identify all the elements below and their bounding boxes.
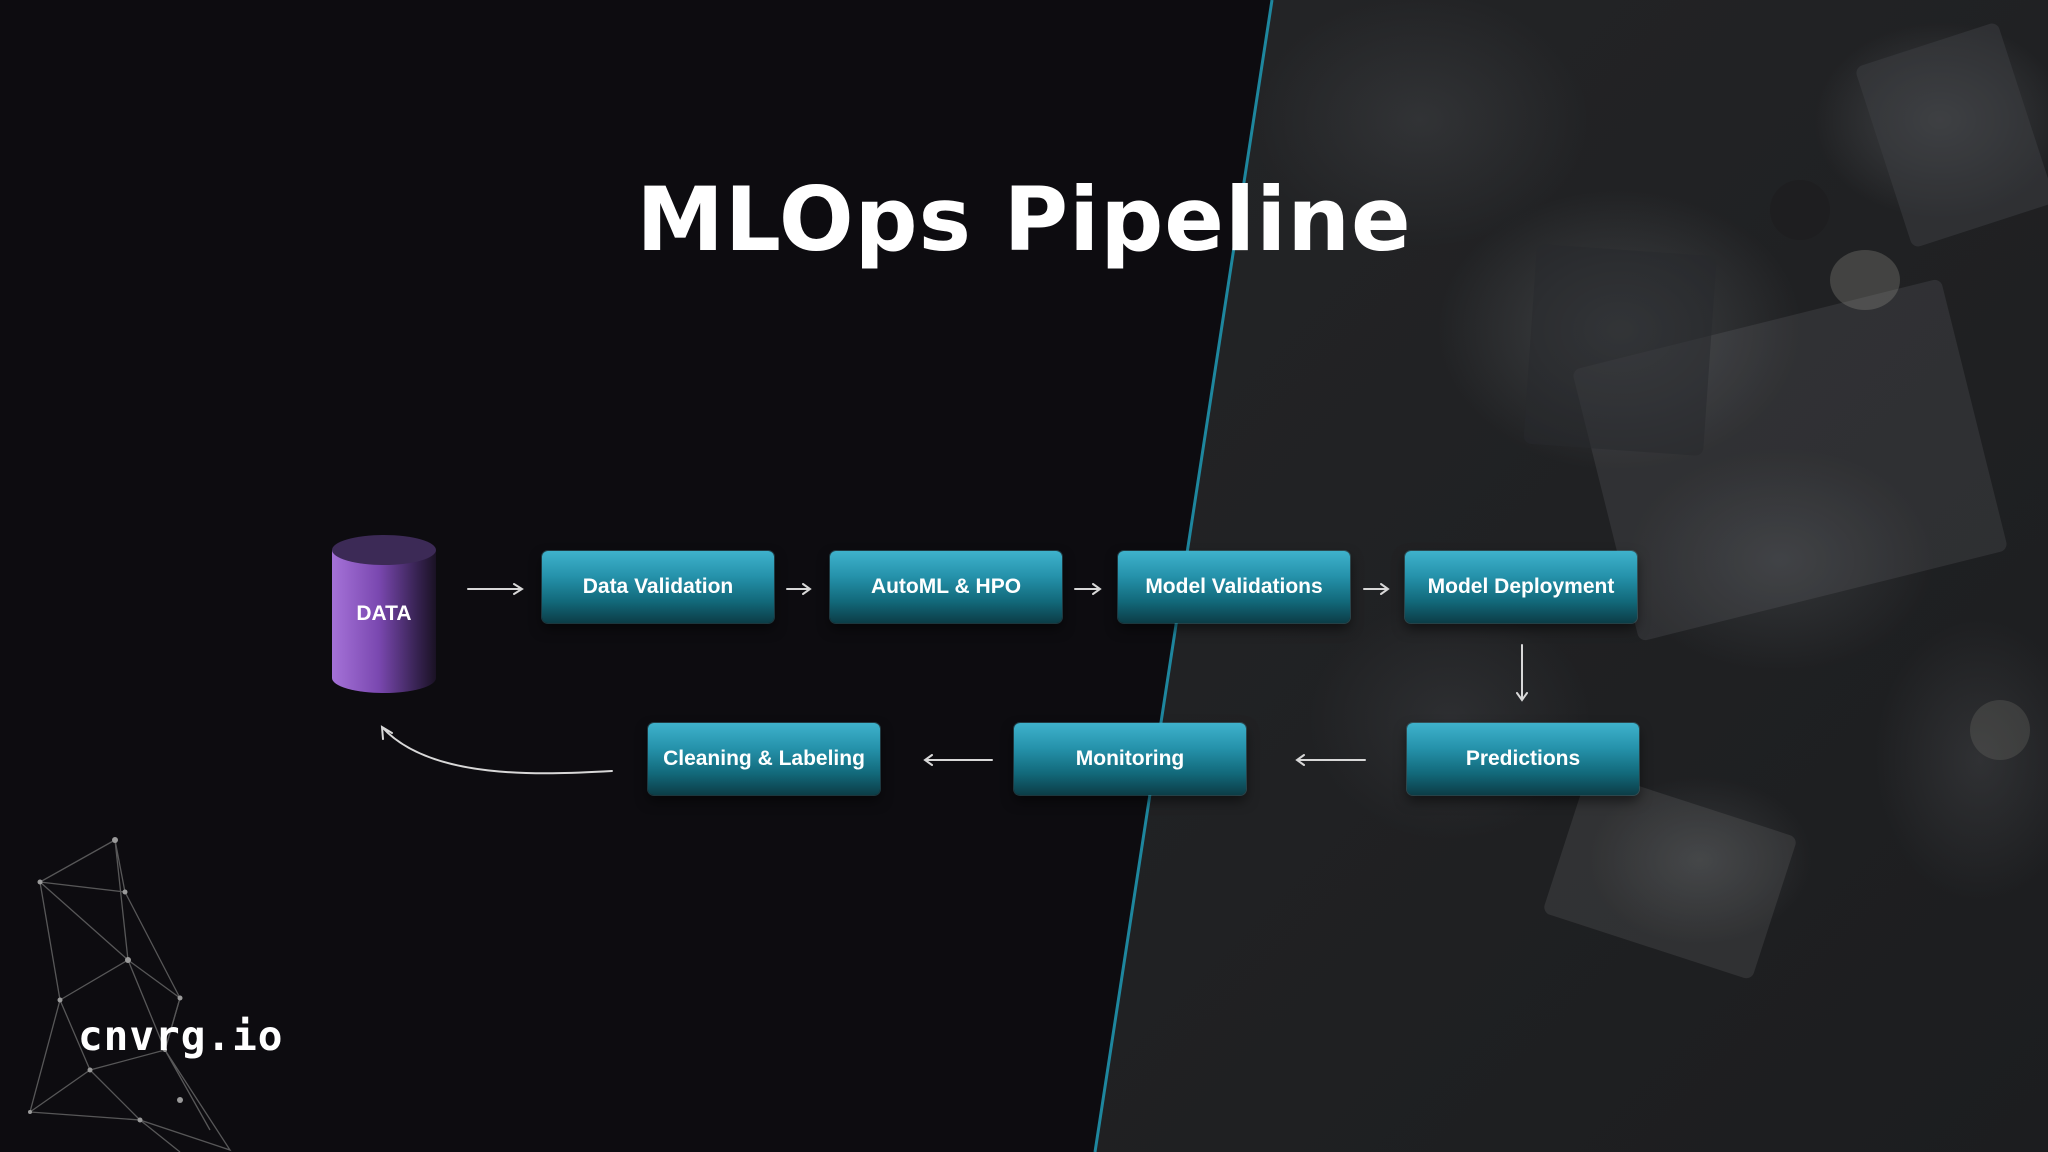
photo-cup xyxy=(1830,250,1900,310)
slide-title: MLOps Pipeline xyxy=(636,168,1412,271)
arrow-monitoring-to-cleaning xyxy=(923,754,993,766)
database-icon-top xyxy=(332,535,436,565)
node-cleaning-labeling: Cleaning & Labeling xyxy=(648,723,880,795)
arrow-automl-to-model-validations xyxy=(1074,583,1102,595)
photo-cup xyxy=(1970,700,2030,760)
arrow-validation-to-automl xyxy=(786,583,812,595)
photo-laptop xyxy=(1523,243,1717,457)
node-data-validation: Data Validation xyxy=(542,551,774,623)
arrow-cleaning-to-data xyxy=(380,725,613,775)
node-automl-hpo: AutoML & HPO xyxy=(830,551,1062,623)
node-predictions: Predictions xyxy=(1407,723,1639,795)
database-icon-body xyxy=(332,550,436,678)
node-model-deployment: Model Deployment xyxy=(1405,551,1637,623)
photo-paper xyxy=(1542,769,1798,981)
network-graphic xyxy=(28,837,232,1152)
data-store-cylinder: DATA xyxy=(332,535,436,693)
arrow-data-to-validation xyxy=(467,583,524,595)
node-model-validations: Model Validations xyxy=(1118,551,1350,623)
brand-logo: cnvrg.io xyxy=(78,1012,284,1060)
node-monitoring: Monitoring xyxy=(1014,723,1246,795)
photo-cup xyxy=(1770,180,1830,240)
data-store-label: DATA xyxy=(356,602,412,625)
